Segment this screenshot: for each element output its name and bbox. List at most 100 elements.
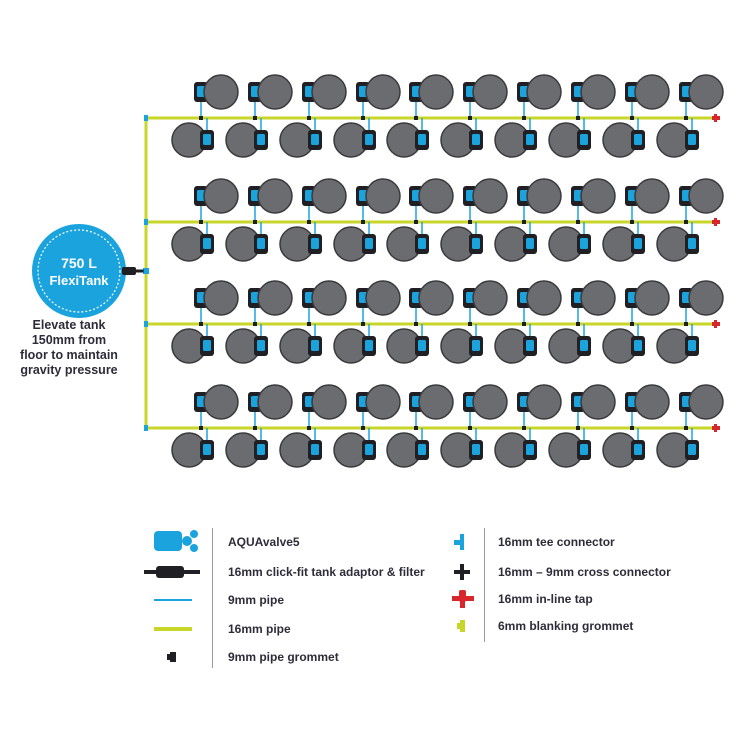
- pot-row: [171, 74, 724, 158]
- cross-connector: [684, 220, 688, 224]
- legend-label-16mm-pipe: 16mm pipe: [228, 622, 291, 636]
- cross-connector: [522, 220, 526, 224]
- aquavalve-window: [251, 86, 259, 97]
- aquavalve-window: [197, 396, 205, 407]
- aquavalve-window: [251, 190, 259, 201]
- aquavalve-window: [197, 86, 205, 97]
- tank-note-line-2: 150mm from: [31, 333, 107, 347]
- aquavalve-window: [580, 340, 588, 351]
- cross-connector: [468, 322, 472, 326]
- cross-connector: [576, 116, 580, 120]
- plant-pot: [418, 178, 454, 214]
- aquavalve-window: [574, 396, 582, 407]
- cross-connector: [630, 116, 634, 120]
- legend-label-cross: 16mm – 9mm cross connector: [498, 565, 671, 579]
- plant-pot: [311, 280, 347, 316]
- aquavalve-window: [466, 292, 474, 303]
- cross-connector: [630, 426, 634, 430]
- tank-title-line2: FlexiTank: [49, 273, 109, 288]
- aquavalve-window: [520, 396, 528, 407]
- tank-title-line1: 750 L: [61, 255, 97, 271]
- flexitank: 750 L FlexiTank: [30, 222, 128, 320]
- plant-pot: [526, 280, 562, 316]
- legend-label-tap: 16mm in-line tap: [498, 592, 593, 606]
- plant-pot: [472, 280, 508, 316]
- cross-connector: [522, 426, 526, 430]
- plant-pot: [418, 280, 454, 316]
- aquavalve-window: [688, 238, 696, 249]
- cross-connector: [522, 322, 526, 326]
- plant-pot: [526, 74, 562, 110]
- plant-pot: [688, 74, 724, 110]
- cross-connector: [307, 426, 311, 430]
- cross-connector: [414, 220, 418, 224]
- inline-tap-handle: [714, 320, 717, 328]
- pot-row: [171, 280, 724, 364]
- plant-pot: [311, 74, 347, 110]
- aquavalve-window: [526, 340, 534, 351]
- cross-connector: [199, 220, 203, 224]
- legend-label-aquavalve5: AQUAvalve5: [228, 535, 300, 549]
- aquavalve-window: [682, 292, 690, 303]
- aquavalve-window: [682, 86, 690, 97]
- plant-pot: [472, 178, 508, 214]
- legend-label-tee: 16mm tee connector: [498, 535, 615, 549]
- cross-connector: [630, 322, 634, 326]
- plant-pot: [365, 280, 401, 316]
- plant-pot: [688, 280, 724, 316]
- aquavalve-window: [257, 340, 265, 351]
- aquavalve-window: [251, 396, 259, 407]
- plant-pot: [311, 384, 347, 420]
- cross-connector: [361, 116, 365, 120]
- cross-connector: [468, 426, 472, 430]
- aquavalve-window: [365, 340, 373, 351]
- aquavalve-window: [526, 134, 534, 145]
- aquavalve-window: [682, 190, 690, 201]
- cross-connector: [684, 116, 688, 120]
- tank-adaptor-filter: [122, 267, 149, 275]
- tank-elevation-note: Elevate tank 150mm from floor to maintai…: [10, 318, 128, 378]
- plant-pot: [688, 178, 724, 214]
- cross-connector: [199, 426, 203, 430]
- plant-pot: [472, 74, 508, 110]
- aquavalve-window: [688, 134, 696, 145]
- plant-pot: [418, 384, 454, 420]
- aquavalve-window: [628, 396, 636, 407]
- plant-pot: [203, 280, 239, 316]
- aquavalve-window: [203, 134, 211, 145]
- legend-divider-left: [212, 528, 213, 668]
- aquavalve-window: [634, 238, 642, 249]
- aquavalve-window: [472, 238, 480, 249]
- aquavalve-window: [359, 396, 367, 407]
- irrigation-layout-diagram: 750 L FlexiTank: [30, 74, 724, 468]
- cross-connector: [630, 220, 634, 224]
- cross-connector: [253, 322, 257, 326]
- aquavalve-window: [628, 190, 636, 201]
- aquavalve-window: [203, 340, 211, 351]
- tank-note-line-3: floor to maintain: [20, 348, 118, 362]
- plant-pot: [580, 178, 616, 214]
- plant-pot: [311, 178, 347, 214]
- aquavalve-window: [520, 190, 528, 201]
- legend-divider-right: [484, 528, 485, 642]
- cross-connector: [414, 116, 418, 120]
- aquavalve5-icon: [154, 530, 198, 552]
- aquavalve-window: [472, 444, 480, 455]
- aquavalve-window: [682, 396, 690, 407]
- aquavalve-window: [472, 340, 480, 351]
- plant-pot: [203, 384, 239, 420]
- cross-connector: [468, 116, 472, 120]
- aquavalve-window: [412, 190, 420, 201]
- aquavalve-window: [466, 396, 474, 407]
- plant-pot: [203, 178, 239, 214]
- aquavalve-window: [359, 292, 367, 303]
- aquavalve-window: [634, 340, 642, 351]
- plant-pot: [580, 280, 616, 316]
- aquavalve-window: [688, 340, 696, 351]
- cross-connector: [414, 322, 418, 326]
- aquavalve-window: [412, 86, 420, 97]
- aquavalve-window: [580, 238, 588, 249]
- aquavalve-window: [251, 292, 259, 303]
- aquavalve-window: [359, 190, 367, 201]
- tank-adaptor-filter-icon: [144, 566, 200, 578]
